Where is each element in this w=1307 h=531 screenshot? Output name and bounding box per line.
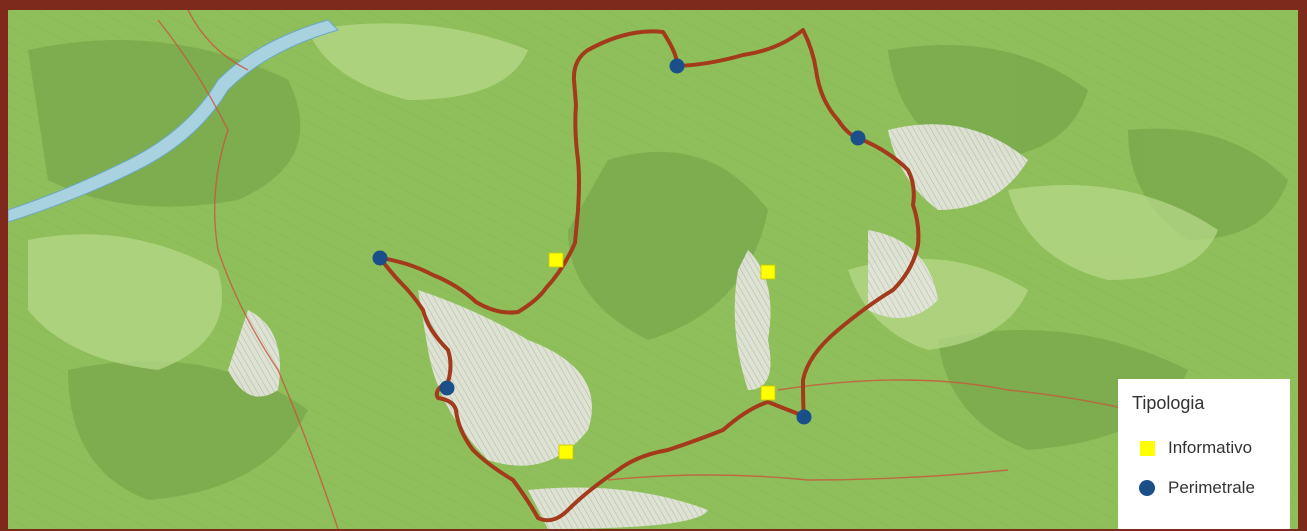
perimetrale-marker[interactable] (669, 58, 685, 74)
river (8, 19, 339, 223)
perimetrale-marker[interactable] (439, 380, 455, 396)
legend-item-informativo: Informativo (1132, 428, 1290, 468)
map-legend: Tipologia Informativo Perimetrale (1118, 379, 1290, 529)
yellow-square-icon (1140, 440, 1155, 456)
informativo-marker[interactable] (548, 252, 564, 268)
map-view[interactable]: Tipologia Informativo Perimetrale (8, 10, 1298, 529)
perimetrale-markers (372, 58, 866, 425)
informativo-marker[interactable] (558, 444, 574, 460)
legend-item-label: Perimetrale (1168, 478, 1255, 497)
perimetrale-marker[interactable] (850, 130, 866, 146)
informativo-markers (548, 252, 776, 460)
legend-item-perimetrale: Perimetrale (1132, 468, 1290, 508)
rocky-areas (228, 124, 1028, 529)
legend-item-label: Informativo (1168, 438, 1253, 457)
perimetrale-marker[interactable] (372, 250, 388, 266)
legend-title: Tipologia (1132, 393, 1205, 413)
topographic-map[interactable] (8, 10, 1298, 529)
blue-circle-icon (1139, 480, 1155, 496)
perimetrale-marker[interactable] (796, 409, 812, 425)
informativo-marker[interactable] (760, 264, 776, 280)
informativo-marker[interactable] (760, 385, 776, 401)
route-perimeter[interactable] (378, 28, 921, 523)
